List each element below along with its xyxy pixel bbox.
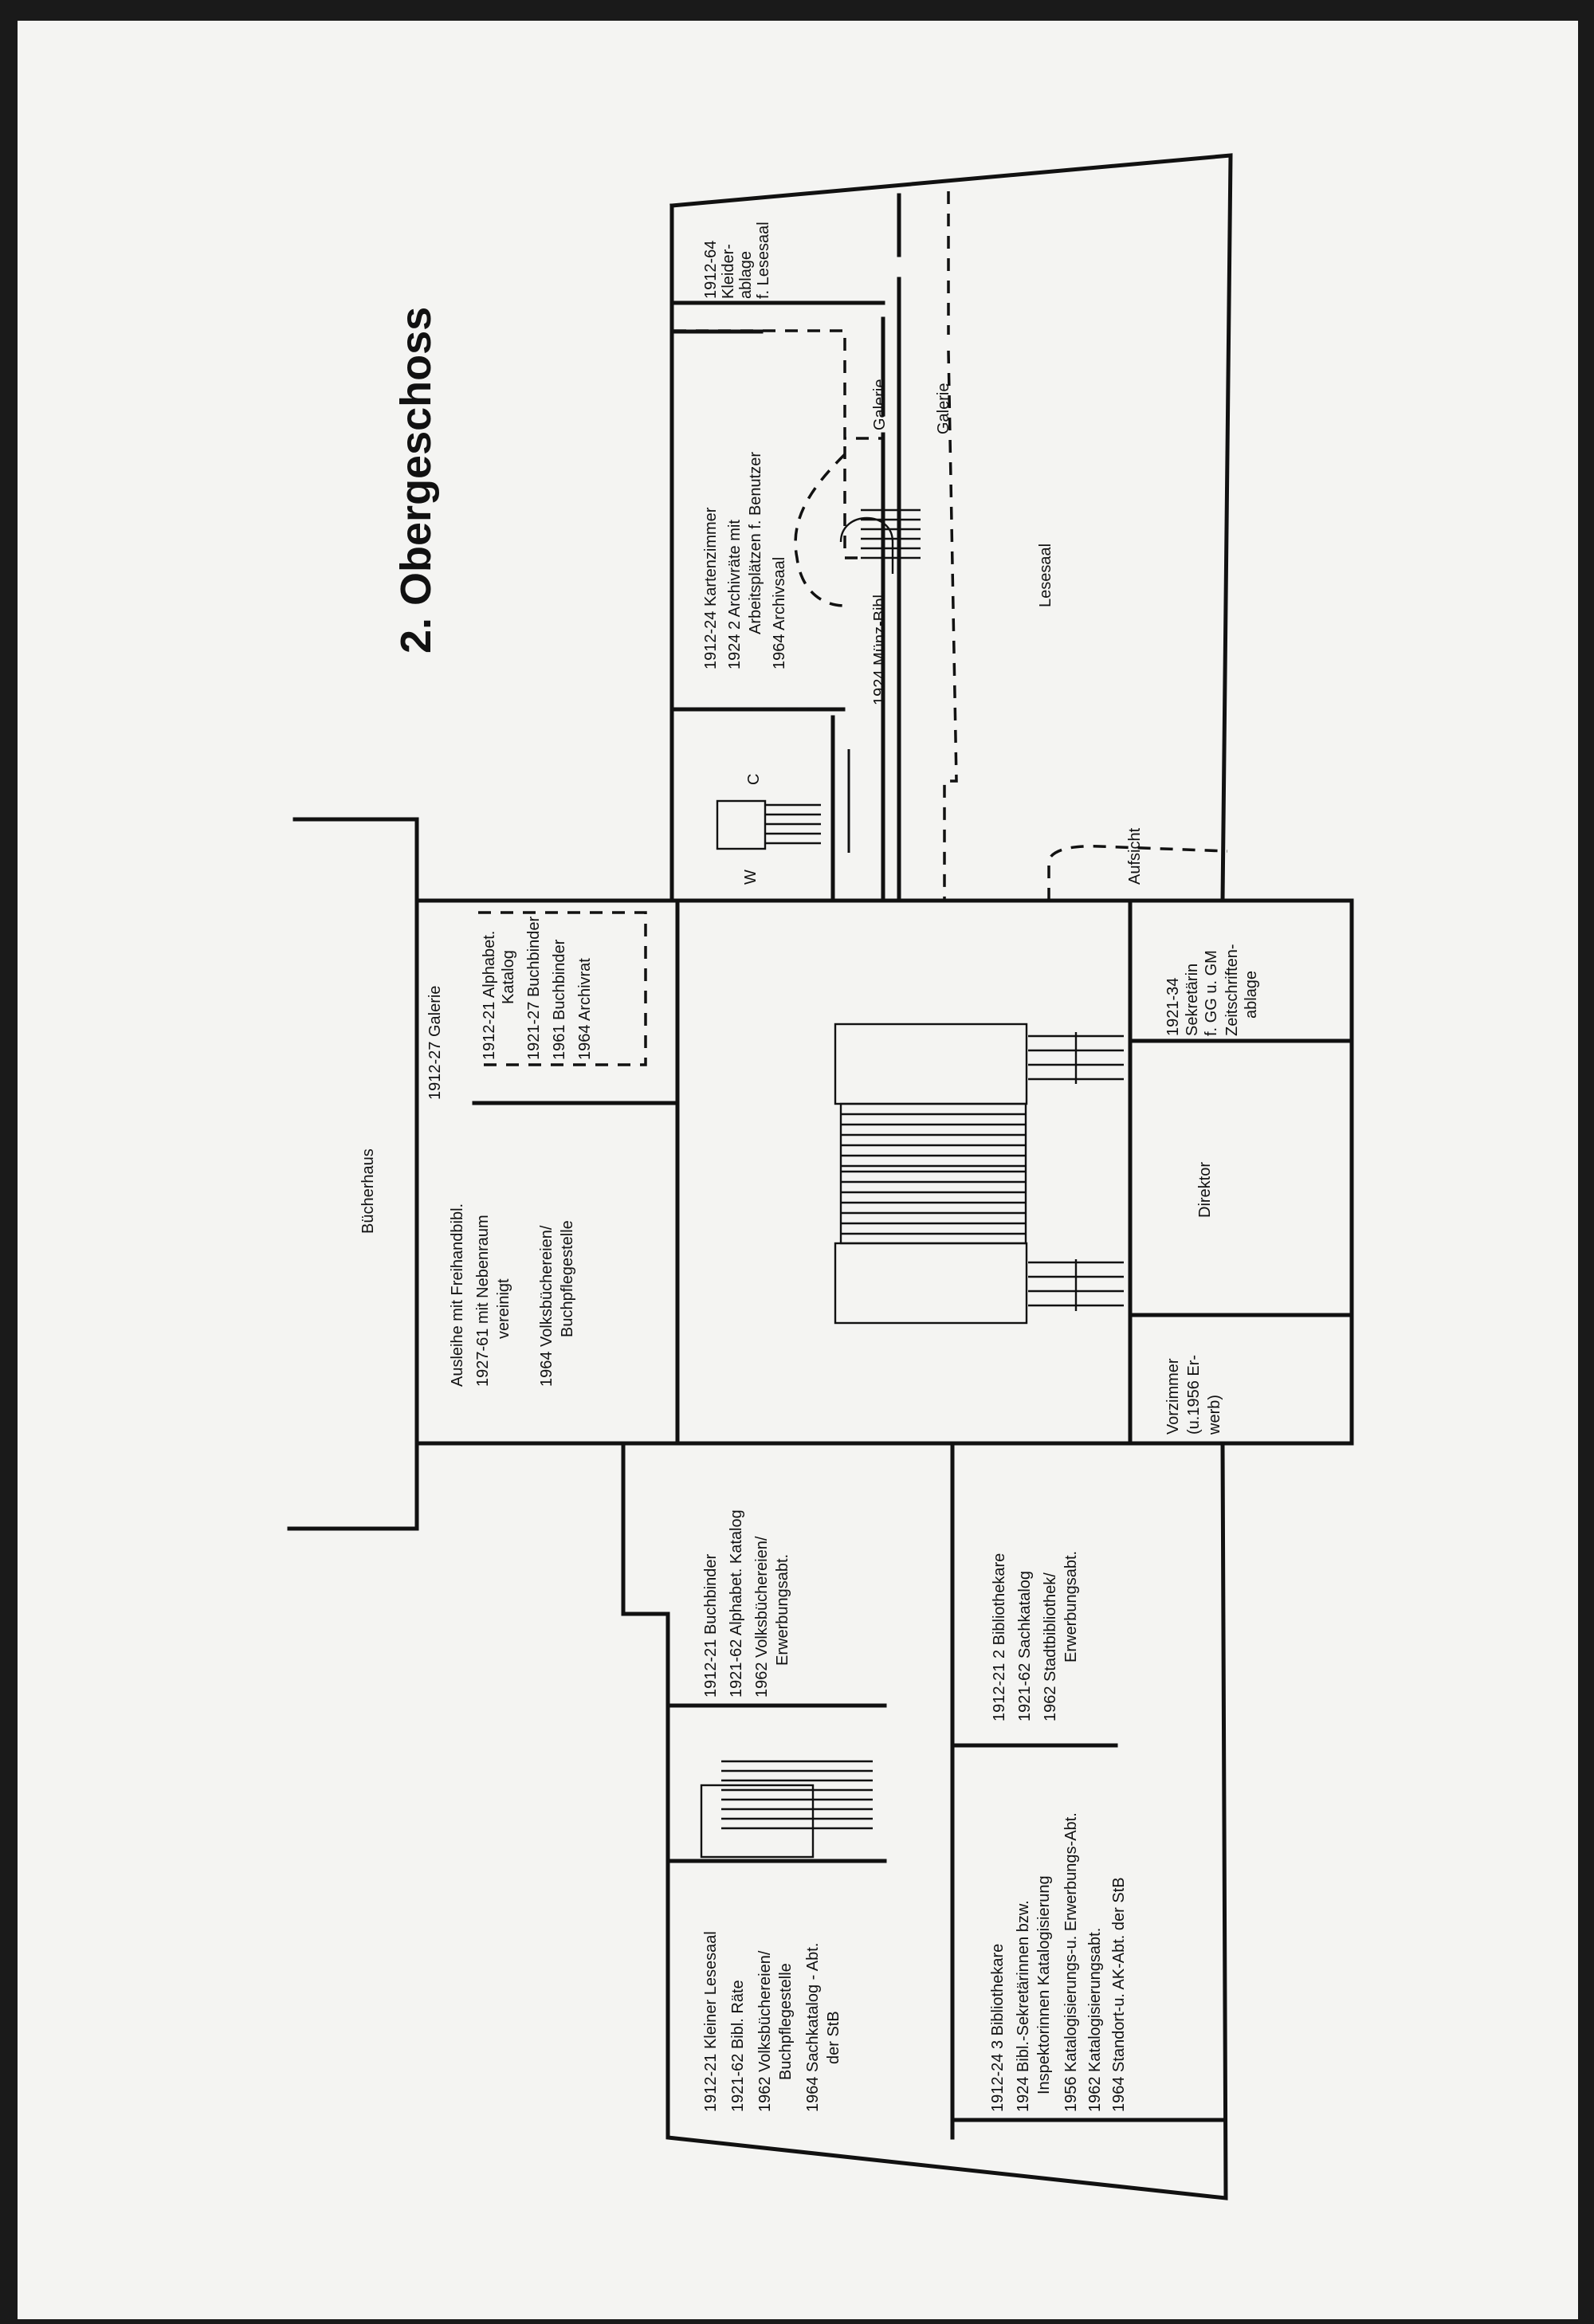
galerie-line (943, 191, 958, 901)
svg-text:1961 Buchbinder: 1961 Buchbinder (551, 939, 568, 1060)
svg-text:Galerie: Galerie (871, 379, 889, 430)
svg-text:Vorzimmer: Vorzimmer (1164, 1358, 1182, 1435)
room-kleiner-lesesaal: 1912-21 Kleiner Lesesaal 1921-62 Bibl. R… (702, 1931, 842, 2112)
aufsicht-outline (1047, 845, 1228, 901)
svg-text:1962 Stadtbibliothek/: 1962 Stadtbibliothek/ (1042, 1572, 1059, 1721)
galerie-stair (839, 508, 921, 574)
left-wing-stair (700, 1760, 873, 1859)
svg-text:1912-24 Kartenzimmer: 1912-24 Kartenzimmer (702, 507, 720, 669)
svg-text:vereinigt: vereinigt (495, 1278, 512, 1339)
room-alphabet-katalog: 1912-21 Alphabet. Katalog 1921-27 Buchbi… (481, 917, 594, 1060)
svg-text:Inspektorinnen Katalogisierun: Inspektorinnen Katalogisierung (1035, 1875, 1053, 2094)
svg-text:1962 Volksbüchereien/: 1962 Volksbüchereien/ (753, 1536, 771, 1698)
room-direktor: Direktor (1196, 1162, 1214, 1218)
svg-text:Aufsicht: Aufsicht (1126, 827, 1144, 885)
wall-buecherhaus (287, 817, 419, 1531)
svg-text:1912-21 Kleiner Lesesaal: 1912-21 Kleiner Lesesaal (702, 1931, 720, 2112)
svg-text:1912-21 2 Bibliothekare: 1912-21 2 Bibliothekare (991, 1553, 1008, 1721)
svg-text:1962 Volksbüchereien/: 1962 Volksbüchereien/ (756, 1950, 774, 2112)
svg-text:Zeitschriften-: Zeitschriften- (1223, 944, 1241, 1036)
svg-text:1962 Katalogisierungsabt.: 1962 Katalogisierungsabt. (1086, 1928, 1104, 2112)
room-lesesaal: Lesesaal (1037, 544, 1054, 607)
scanned-page (18, 21, 1578, 2319)
svg-text:1964 Sachkatalog - Abt.: 1964 Sachkatalog - Abt. (804, 1943, 822, 2112)
room-galerie-1912-27: 1912-27 Galerie (426, 986, 444, 1100)
svg-text:1921-62 Alphabet. Katalog: 1921-62 Alphabet. Katalog (728, 1509, 745, 1698)
svg-text:2. Obergeschoss: 2. Obergeschoss (392, 307, 440, 654)
svg-text:Buchpflegestelle: Buchpflegestelle (777, 1963, 795, 2080)
room-galerie-outer: Galerie (935, 383, 952, 434)
svg-text:1964 Standort-u. AK-Abt. der S: 1964 Standort-u. AK-Abt. der StB (1110, 1877, 1128, 2112)
room-buchbinder: 1912-21 Buchbinder 1921-62 Alphabet. Kat… (702, 1509, 791, 1698)
svg-text:1921-34: 1921-34 (1164, 978, 1182, 1036)
wall-left-wing (414, 1441, 1228, 2200)
room-bibliothekare-2: 1912-21 2 Bibliothekare 1921-62 Sachkata… (991, 1551, 1080, 1721)
svg-text:1921-27 Buchbinder: 1921-27 Buchbinder (525, 917, 543, 1060)
svg-text:Sekretärin: Sekretärin (1184, 964, 1201, 1036)
svg-text:1921-62 Sachkatalog: 1921-62 Sachkatalog (1016, 1571, 1034, 1721)
room-galerie-inner: Galerie (871, 379, 889, 430)
kartenzimmer-outline (673, 329, 883, 711)
svg-text:1921-62 Bibl. Räte: 1921-62 Bibl. Räte (729, 1980, 747, 2112)
svg-text:Erwerbungsabt.: Erwerbungsabt. (1062, 1551, 1080, 1663)
svg-text:Bücherhaus: Bücherhaus (359, 1148, 377, 1234)
room-aufsicht: Aufsicht (1126, 827, 1144, 885)
room-wc-c: C (745, 774, 763, 785)
svg-text:1924 Münz-Bibl.: 1924 Münz-Bibl. (871, 590, 889, 705)
wc-stair (716, 799, 821, 850)
svg-text:f. Lesesaal: f. Lesesaal (755, 222, 772, 299)
room-kartenzimmer: 1912-24 Kartenzimmer 1924 2 Archivräte m… (702, 452, 788, 669)
svg-text:1912-27 Galerie: 1912-27 Galerie (426, 986, 444, 1100)
svg-text:1912-21 Buchbinder: 1912-21 Buchbinder (702, 1554, 720, 1698)
svg-text:(u.1956 Er-: (u.1956 Er- (1185, 1355, 1203, 1435)
svg-text:Katalog: Katalog (500, 950, 517, 1004)
room-buecherhaus: Bücherhaus (359, 1148, 377, 1234)
svg-text:W: W (742, 870, 760, 885)
svg-text:ablage: ablage (737, 251, 755, 299)
room-sekretaerin: 1921-34 Sekretärin f. GG u. GM Zeitschri… (1164, 944, 1260, 1036)
svg-text:Erwerbungsabt.: Erwerbungsabt. (774, 1554, 791, 1666)
svg-text:f. GG u. GM: f. GG u. GM (1203, 950, 1220, 1036)
svg-text:Kleider-: Kleider- (720, 244, 737, 299)
svg-text:Ausleihe mit Freihandbibl.: Ausleihe mit Freihandbibl. (449, 1203, 466, 1387)
svg-text:Galerie: Galerie (935, 383, 952, 434)
room-ausleihe: Ausleihe mit Freihandbibl. 1927-61 mit N… (449, 1203, 576, 1387)
svg-text:werb): werb) (1206, 1395, 1223, 1435)
central-stair-treads (841, 1032, 1124, 1311)
svg-text:1964 Archivsaal: 1964 Archivsaal (771, 557, 788, 669)
svg-text:1924 2 Archivräte mit: 1924 2 Archivräte mit (726, 520, 744, 669)
svg-text:der StB: der StB (825, 2011, 842, 2064)
svg-text:1912-64: 1912-64 (702, 241, 720, 299)
svg-text:1912-24 3 Bibliothekare: 1912-24 3 Bibliothekare (989, 1944, 1007, 2112)
room-kleiderablage: 1912-64 Kleider- ablage f. Lesesaal (702, 222, 772, 299)
room-muenz-bibl: 1924 Münz-Bibl. (871, 590, 889, 705)
svg-text:Buchpflegestelle: Buchpflegestelle (559, 1220, 576, 1337)
svg-text:C: C (745, 774, 763, 785)
room-bibliothekare-3: 1912-24 3 Bibliothekare 1924 Bibl.-Sekre… (989, 1812, 1128, 2112)
svg-text:Lesesaal: Lesesaal (1037, 544, 1054, 607)
svg-text:1964 Archivrat: 1964 Archivrat (576, 958, 594, 1060)
svg-text:Direktor: Direktor (1196, 1162, 1214, 1218)
svg-text:Arbeitsplätzen f. Benutzer: Arbeitsplätzen f. Benutzer (747, 452, 764, 634)
svg-text:1912-21 Alphabet.: 1912-21 Alphabet. (481, 931, 498, 1060)
svg-text:ablage: ablage (1243, 971, 1260, 1019)
plan-title: 2. Obergeschoss (392, 307, 440, 654)
svg-text:1924 Bibl.-Sekretärinnen bzw.: 1924 Bibl.-Sekretärinnen bzw. (1015, 1900, 1032, 2112)
room-wc-w: W (742, 870, 760, 885)
svg-text:1956 Katalogisierungs-u. Erwer: 1956 Katalogisierungs-u. Erwerbungs-Abt. (1062, 1812, 1080, 2112)
svg-text:1927-61 mit Nebenraum: 1927-61 mit Nebenraum (474, 1215, 492, 1387)
svg-text:1964 Volksbüchereien/: 1964 Volksbüchereien/ (538, 1225, 556, 1387)
room-vorzimmer: Vorzimmer (u.1956 Er- werb) (1164, 1355, 1223, 1435)
